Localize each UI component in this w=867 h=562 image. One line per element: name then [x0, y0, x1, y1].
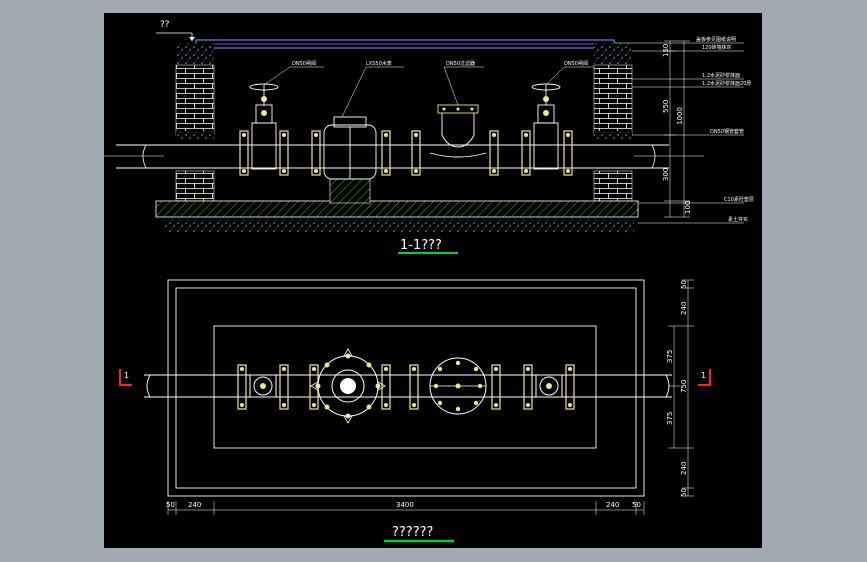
left-gate-valve: [249, 83, 279, 170]
dim-right-b: 240: [680, 302, 688, 315]
plan-view: 1 1 50 240 3400 240 50: [119, 279, 711, 543]
left-wall-band: [176, 131, 214, 139]
cad-viewport[interactable]: ??: [104, 13, 762, 548]
right-gate-valve: [531, 83, 561, 170]
dim-150: 150: [662, 44, 670, 57]
dim-bottom-c: 3400: [396, 501, 414, 509]
plan-right-dims: [668, 279, 694, 497]
section-marker-right: [698, 369, 711, 386]
label-filter: DN50过滤器: [446, 60, 475, 67]
left-wall-brick: [175, 64, 215, 136]
plan-right-handwheel: [535, 374, 563, 398]
dim-550: 550: [662, 100, 670, 113]
note-side-2: 1:2水泥砂浆抹面20厚: [702, 80, 751, 87]
section-marker-left: [119, 369, 132, 386]
note-soil: 素土夯实: [728, 216, 748, 223]
right-notes-leaders: [614, 42, 744, 224]
section-marker-right-label: 1: [701, 371, 706, 380]
top-mark-label: ??: [160, 20, 170, 30]
right-wall-band: [594, 131, 632, 139]
dim-right-d: 750: [680, 380, 688, 393]
top-mark: ??: [156, 20, 195, 41]
dim-bottom-d: 240: [606, 501, 619, 509]
plan-bolts: [240, 367, 572, 407]
dim-bottom-a: 50: [166, 501, 175, 509]
meter-pier: [329, 178, 371, 204]
soil-layer: [164, 219, 634, 233]
plan-bottom-dims: [167, 501, 645, 515]
section-dimensions: [664, 40, 690, 218]
water-meter: [323, 116, 377, 180]
cad-drawing: ??: [104, 20, 754, 543]
dim-bottom-b: 240: [188, 501, 201, 509]
plan-flanges: [237, 364, 575, 410]
section-flanges: [239, 130, 573, 176]
filter: [429, 104, 487, 158]
note-cover: 盖板参见图纸说明: [696, 36, 736, 43]
dim-1000: 1000: [676, 107, 684, 125]
label-left-valve: DN50闸阀: [292, 60, 316, 67]
plan-filter: [429, 357, 487, 415]
left-wall-lower-brick: [175, 170, 215, 202]
note-brick: 120砖墙抹灰: [702, 44, 732, 51]
section-marker-left-label: 1: [124, 371, 129, 380]
plan-title: ??????: [392, 525, 433, 540]
section-view: ??: [104, 20, 754, 254]
dim-right-g: 50: [680, 488, 688, 497]
plan-water-meter: [310, 348, 386, 424]
label-right-valve: DN50闸阀: [564, 60, 588, 67]
note-pipe: DN50钢管套管: [710, 128, 744, 135]
left-wall-top-gravel: [176, 43, 214, 65]
plan-pit: [213, 325, 597, 449]
section-bolts: [242, 133, 570, 173]
plan-left-handwheel: [249, 374, 277, 398]
dim-right-a: 50: [680, 280, 688, 289]
section-title: 1-1???: [400, 238, 442, 253]
label-meter: LXS50水表: [366, 60, 392, 67]
dim-right-e: 375: [666, 412, 674, 425]
plan-pipe: [144, 374, 672, 398]
dim-bottom-e: 50: [632, 501, 641, 509]
right-wall-lower-brick: [593, 170, 633, 202]
plan-inner-frame: [175, 287, 637, 489]
plan-outer-frame: [167, 279, 645, 497]
right-wall-brick: [593, 64, 633, 136]
section-pipe: [104, 144, 704, 169]
section-leaders: [263, 66, 594, 118]
note-side-1: 1:2水泥砂浆抹面: [702, 72, 740, 79]
dim-right-f: 240: [680, 462, 688, 475]
base-slab: [155, 200, 639, 218]
dim-right-c: 375: [666, 350, 674, 363]
dim-300: 300: [662, 168, 670, 181]
right-wall-top-gravel: [594, 43, 632, 65]
note-base: C10素砼垫层: [724, 196, 754, 203]
dim-100: 100: [684, 201, 692, 214]
